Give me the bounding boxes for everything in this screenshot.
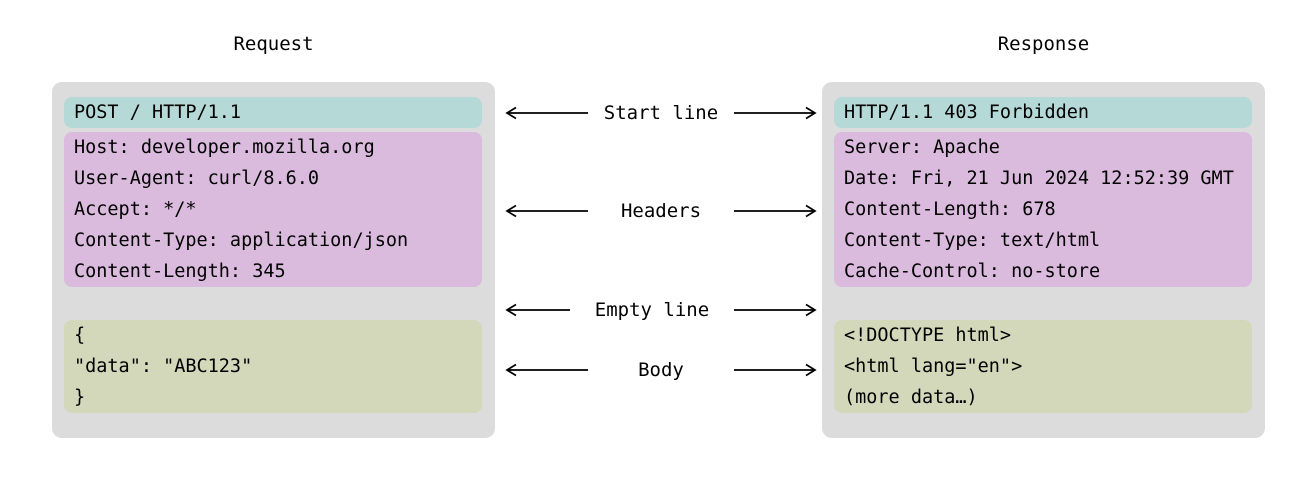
response-start-line: HTTP/1.1 403 Forbidden: [834, 97, 1252, 128]
arrow-left-icon: [505, 204, 588, 218]
annotation-row-body: Body: [505, 355, 817, 385]
arrow-left-icon: [505, 303, 570, 317]
arrow-right-icon: [734, 363, 817, 377]
request-header-line: Content-Length: 345: [74, 261, 286, 282]
request-title: Request: [233, 33, 314, 55]
request-empty-line-gap: [64, 287, 482, 320]
body-label: Body: [638, 359, 684, 381]
response-header-line: Cache-Control: no-store: [844, 261, 1101, 282]
empty-line-label: Empty line: [594, 299, 710, 321]
arrow-right-icon: [734, 106, 817, 120]
response-body-line: (more data…): [844, 387, 978, 408]
annotation-row-headers: Headers: [505, 196, 817, 226]
request-body-block: { "data": "ABC123" }: [64, 320, 482, 413]
response-body-block: <!DOCTYPE html> <html lang="en"> (more d…: [834, 320, 1252, 413]
request-header-line: Host: developer.mozilla.org: [74, 137, 375, 158]
annotation-row-start-line: Start line: [505, 98, 817, 128]
request-body-line: }: [74, 387, 86, 408]
response-headers-block: Server: Apache Date: Fri, 21 Jun 2024 12…: [834, 132, 1252, 287]
request-header-line: User-Agent: curl/8.6.0: [74, 168, 320, 189]
request-start-line: POST / HTTP/1.1: [64, 97, 482, 128]
arrow-left-icon: [505, 106, 588, 120]
request-body-line: "data": "ABC123": [74, 356, 253, 377]
request-header-line: Accept: */*: [74, 199, 197, 220]
request-header-line: Content-Type: application/json: [74, 230, 409, 251]
arrow-right-icon: [734, 303, 817, 317]
request-panel: POST / HTTP/1.1 Host: developer.mozilla.…: [52, 82, 495, 438]
response-body-line: <html lang="en">: [844, 356, 1023, 377]
response-body-line: <!DOCTYPE html>: [844, 325, 1012, 346]
start-line-label: Start line: [603, 102, 719, 124]
response-header-line: Content-Type: text/html: [844, 230, 1101, 251]
headers-label: Headers: [620, 200, 702, 222]
response-title: Response: [997, 33, 1090, 55]
response-header-line: Content-Length: 678: [844, 199, 1056, 220]
response-panel: HTTP/1.1 403 Forbidden Server: Apache Da…: [822, 82, 1265, 438]
response-header-line: Server: Apache: [844, 137, 1000, 158]
arrow-right-icon: [734, 204, 817, 218]
response-header-line: Date: Fri, 21 Jun 2024 12:52:39 GMT: [844, 168, 1234, 189]
arrow-left-icon: [505, 363, 588, 377]
response-empty-line-gap: [834, 287, 1252, 320]
annotation-row-empty-line: Empty line: [505, 295, 817, 325]
request-headers-block: Host: developer.mozilla.org User-Agent: …: [64, 132, 482, 287]
request-body-line: {: [74, 325, 86, 346]
